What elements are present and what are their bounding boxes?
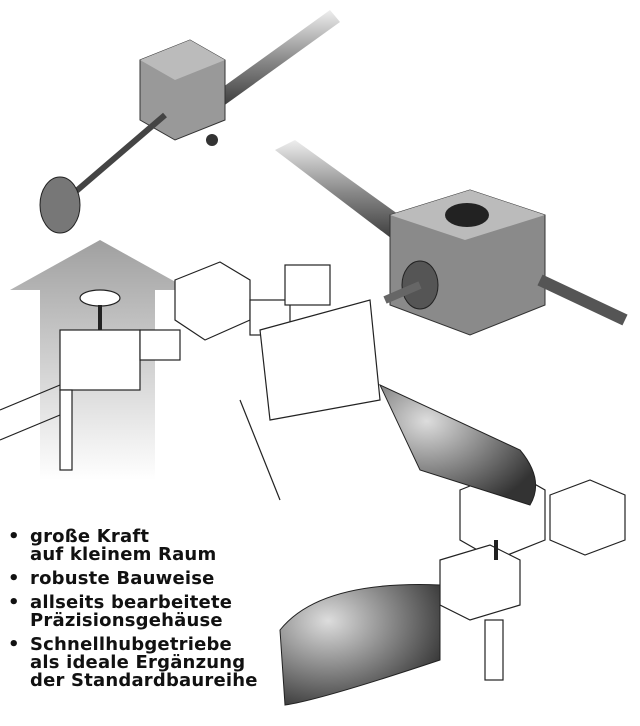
- protective-cover-2: [279, 584, 441, 706]
- feature-list: • große Kraft auf kleinem Raum • robuste…: [6, 528, 258, 696]
- feature-text: große Kraft: [30, 526, 150, 547]
- feature-text: Schnellhubgetriebe: [30, 634, 232, 655]
- feature-item: • Schnellhubgetriebe als ideale Ergänzun…: [6, 636, 258, 690]
- system-drawing: [0, 261, 626, 681]
- bullet: •: [8, 634, 20, 655]
- feature-text: der Standardbaureihe: [30, 670, 258, 691]
- feature-text: allseits bearbeitete: [30, 592, 233, 613]
- feature-text: auf kleinem Raum: [30, 544, 217, 565]
- feature-item: • allseits bearbeitete Präzisionsgehäuse: [6, 594, 258, 630]
- screw-jack-photo-1: [39, 10, 340, 234]
- bullet: •: [8, 592, 20, 613]
- screw-jack-photo-2: [275, 140, 628, 336]
- bullet: •: [8, 526, 20, 547]
- feature-item: • robuste Bauweise: [6, 570, 258, 588]
- feature-item: • große Kraft auf kleinem Raum: [6, 528, 258, 564]
- protective-cover-1: [378, 383, 537, 506]
- feature-text: robuste Bauweise: [30, 568, 215, 589]
- feature-text: als ideale Ergänzung: [30, 652, 246, 673]
- feature-text: Präzisionsgehäuse: [30, 610, 223, 631]
- bullet: •: [8, 568, 20, 589]
